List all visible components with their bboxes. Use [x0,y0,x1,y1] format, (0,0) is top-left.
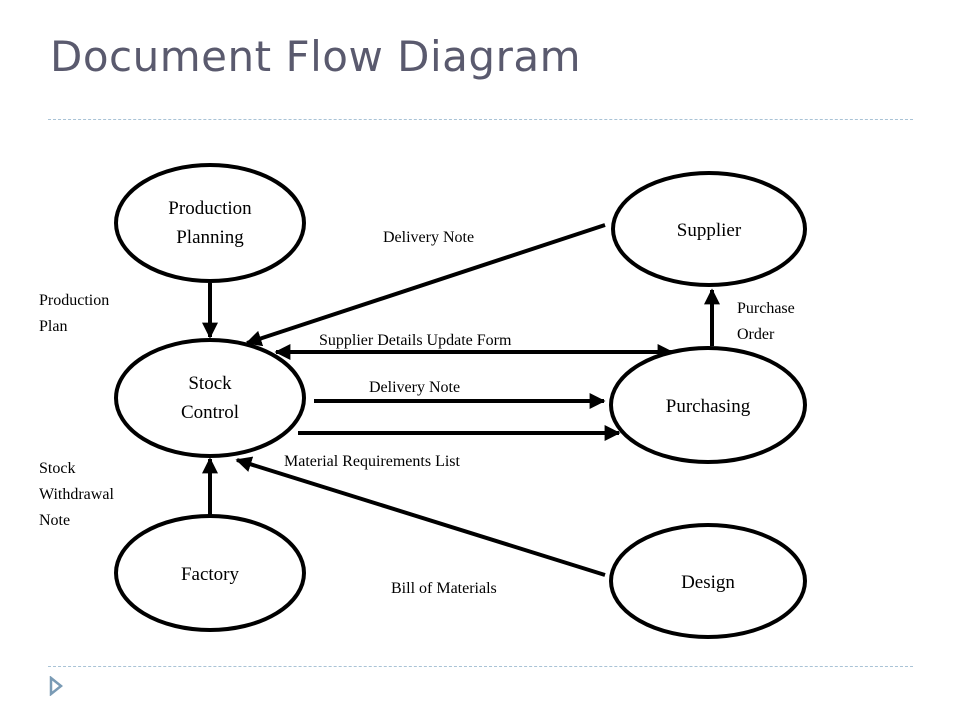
arrow-delivery-note-supplier [245,223,606,347]
node-label: Control [181,402,239,423]
edge-label-purchase-order: Order [737,326,775,343]
edge-label-stock-withdrawal: Stock [39,460,75,477]
bottom-divider [48,666,913,667]
edge-label-supplier-details: Supplier Details Update Form [319,332,512,349]
edge-label-stock-withdrawal: Withdrawal [39,486,114,503]
node-design: Design [609,523,807,639]
node-production-planning: Production Planning [114,163,306,283]
node-label: Planning [176,227,244,248]
edge-label-production-plan: Production [39,292,109,309]
node-label: Purchasing [666,396,751,417]
edge-label-material-requirements: Material Requirements List [284,453,461,470]
edge-label-production-plan: Plan [39,318,67,335]
page-title: Document Flow Diagram [50,32,581,81]
arrow-bill-of-materials [235,456,606,577]
node-label: Design [681,572,735,593]
node-factory: Factory [114,514,306,632]
node-stock-control: Stock Control [114,338,306,458]
edge-label-purchase-order: Purchase [737,300,795,317]
node-supplier: Supplier [611,171,807,287]
edge-label-delivery-note-stock: Delivery Note [369,379,460,396]
edge-label-stock-withdrawal: Note [39,512,70,529]
edge-label-bill-of-materials: Bill of Materials [391,580,497,597]
top-divider [48,119,913,120]
node-label: Stock [188,373,232,394]
edge-label-delivery-note-supplier: Delivery Note [383,229,474,246]
triangle-bullet-icon [49,676,64,696]
node-purchasing: Purchasing [609,346,807,464]
node-label: Factory [181,564,240,585]
node-label: Supplier [677,220,742,241]
node-label: Production [168,198,252,219]
